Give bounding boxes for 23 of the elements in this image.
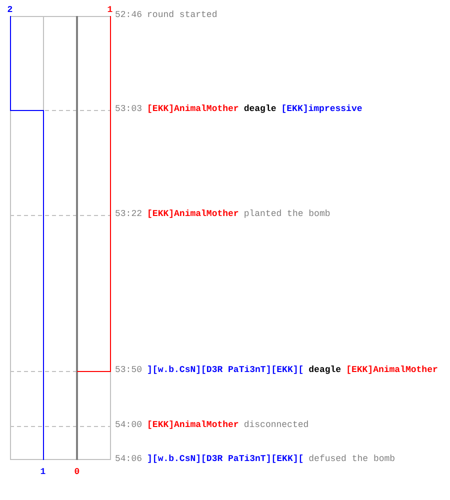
timestamp: 52:46 (115, 11, 142, 20)
axis-count-label: 2 (7, 6, 13, 15)
player-name: [EKK]AnimalMother (346, 366, 438, 375)
timestamp: 53:50 (115, 366, 142, 375)
weapon-name: deagle (308, 366, 342, 375)
timestamp: 54:00 (115, 421, 142, 430)
player-name: [EKK]AnimalMother (147, 421, 239, 430)
axis-count-label: 1 (40, 468, 46, 477)
player-name: [EKK]impressive (281, 105, 362, 114)
event-text: round started (147, 11, 218, 20)
weapon-name: deagle (244, 105, 276, 114)
timestamp: 53:22 (115, 210, 142, 219)
player-name: [EKK]AnimalMother (147, 210, 239, 219)
player-name: ][w.b.CsN][D3R PaTi3nT][EKK][ (147, 455, 304, 464)
timestamp: 53:03 (115, 105, 142, 114)
event-text: defused the bomb (308, 455, 396, 464)
player-name: ][w.b.CsN][D3R PaTi3nT][EKK][ (147, 366, 304, 375)
event-text: disconnected (244, 421, 309, 430)
axis-count-label: 1 (107, 6, 113, 15)
player-name: [EKK]AnimalMother (147, 105, 239, 114)
axis-count-label: 0 (74, 468, 80, 477)
event-text: planted the bomb (244, 210, 330, 219)
timestamp: 54:06 (115, 455, 142, 464)
